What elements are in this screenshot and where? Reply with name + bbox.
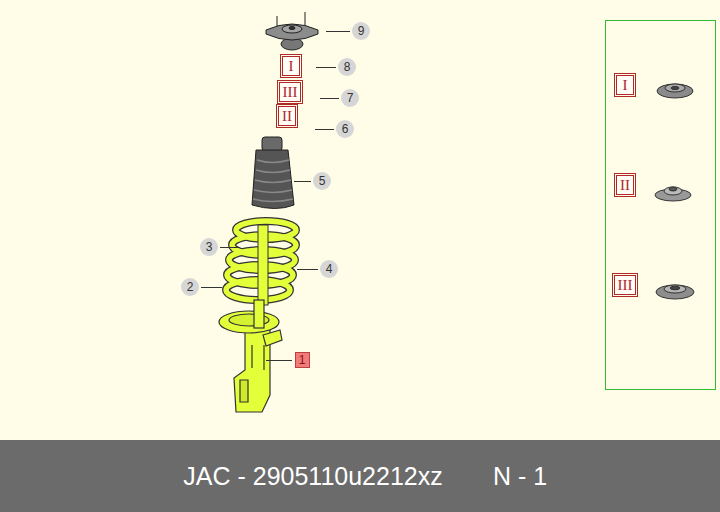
top-mount <box>266 12 318 50</box>
callout-text: 9 <box>358 25 365 37</box>
roman-numeral: I <box>289 59 294 74</box>
callout-text: 5 <box>319 175 326 187</box>
callout-number: 5 <box>313 172 331 190</box>
callout-text: 2 <box>187 281 194 293</box>
callout-text: 6 <box>342 123 349 135</box>
roman-numeral: II <box>620 178 630 193</box>
roman-numeral-box: III <box>614 275 636 295</box>
footer-text: N - 1 <box>493 464 547 489</box>
roman-numeral-box: III <box>279 82 301 102</box>
callout-number: 4 <box>320 260 338 278</box>
roman-numeral: III <box>618 278 633 293</box>
roman-numeral-box: II <box>278 106 296 126</box>
roman-numeral: II <box>282 109 292 124</box>
callout-text: 1 <box>299 354 306 366</box>
callout-number: 1 <box>295 352 310 368</box>
callout-number: 3 <box>200 238 218 256</box>
callout-number: 8 <box>338 58 356 76</box>
callout-number: 7 <box>341 89 359 107</box>
callout-text: 8 <box>344 61 351 73</box>
strut-body <box>219 300 282 412</box>
callout-text: 4 <box>326 263 333 275</box>
footer-text: JAC - 2905110u2212xz <box>183 464 442 489</box>
roman-numeral: III <box>283 85 298 100</box>
callout-number: 6 <box>336 120 354 138</box>
roman-numeral-box: II <box>616 175 634 195</box>
callout-number: 2 <box>181 278 199 296</box>
callout-number: 9 <box>352 22 370 40</box>
legend-panel <box>606 21 716 390</box>
callout-text: 7 <box>347 92 354 104</box>
footer-band: JAC - 2905110u2212xz N - 1 <box>0 440 720 512</box>
mount-icons <box>655 84 694 299</box>
callout-text: 3 <box>206 241 213 253</box>
leader-lines <box>201 32 350 361</box>
coil-spring <box>226 221 296 305</box>
roman-numeral-box: I <box>616 75 634 95</box>
roman-numeral-box: I <box>282 56 300 76</box>
dust-boot <box>252 137 294 209</box>
roman-numeral: I <box>623 78 628 93</box>
